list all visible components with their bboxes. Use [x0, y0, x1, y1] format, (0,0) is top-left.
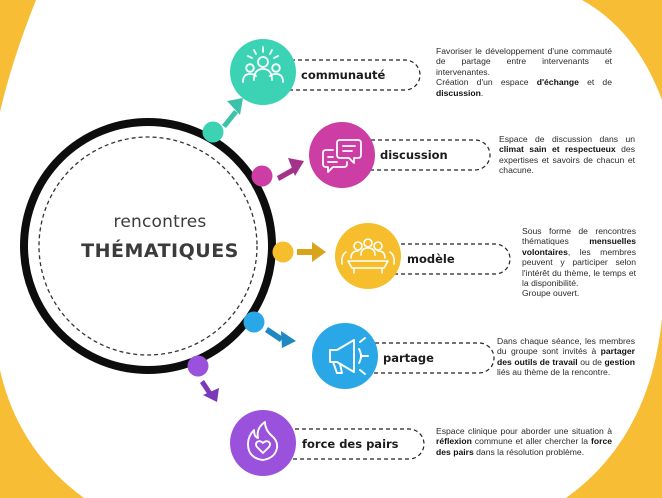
center-title-line2: THÉMATIQUES [81, 240, 239, 262]
arrow-communaute [222, 98, 243, 128]
dot-discussion [251, 165, 273, 187]
icon-circle-discussion [309, 122, 375, 188]
megaphone-icon [329, 337, 369, 375]
central-circle-dashed [38, 136, 258, 356]
description-text-run: Sous forme de rencontres thématiques [522, 226, 636, 247]
dot-partage [243, 311, 265, 333]
description-communaute: Favoriser le développement d'une commaut… [436, 46, 612, 98]
description-text-run: . [480, 87, 484, 98]
description-text-run: réflexion [436, 436, 472, 447]
description-text-run: partager des outils de travail [497, 346, 635, 367]
description-text-run: Dans chaque séance, les membres du group… [497, 336, 635, 357]
description-text-run: Espace clinique pour aborder une situati… [436, 426, 612, 436]
pill-partage [345, 342, 495, 374]
description-text-run: dans la résolution problème. [473, 446, 585, 457]
arrow-modele [297, 242, 326, 262]
description-text-run: gestion [604, 356, 635, 367]
pill-communaute [261, 59, 421, 91]
label-communaute: communauté [301, 68, 386, 82]
description-text-run: discussion [436, 87, 481, 98]
description-text-run: Groupe ouvert. [522, 288, 580, 299]
center-title: rencontres THÉMATIQUES [60, 212, 260, 262]
description-discussion: Espace de discussion dans un climat sain… [499, 134, 635, 176]
central-circle-ring [20, 118, 276, 374]
description-partage: Dans chaque séance, les membres du group… [497, 336, 635, 378]
arrow-discussion [277, 158, 304, 181]
description-text-run: climat sain et respectueux [499, 144, 616, 155]
dot-force [187, 355, 209, 377]
icon-circle-partage [312, 323, 378, 389]
description-text-run: Création d'un espace [436, 77, 537, 88]
description-text-run: ou de [577, 356, 605, 367]
description-text-run: mensuelles volontaires [522, 236, 636, 257]
arrow-partage [265, 327, 296, 348]
corner-decoration-top-left [0, 0, 36, 112]
description-text-run: des expertises et savoirs de chacun et c… [499, 144, 636, 176]
dot-communaute [202, 121, 224, 143]
chat-bubbles-icon [322, 139, 362, 173]
description-modele: Sous forme de rencontres thématiques men… [522, 226, 636, 299]
heart-flame-icon [247, 421, 279, 461]
description-text-run: liés au thème de la rencontre. [497, 367, 611, 378]
icon-circle-modele [335, 223, 401, 289]
label-force-des-pairs: force des pairs [302, 437, 399, 451]
center-title-line1: rencontres [113, 212, 207, 232]
description-text-run: , les membres peuvent y participer selon… [522, 246, 636, 289]
description-force-des-pairs: Espace clinique pour aborder une situati… [436, 426, 612, 457]
arrow-force [200, 380, 219, 402]
community-icon [242, 46, 284, 83]
pill-force [265, 428, 425, 460]
pill-discussion [341, 139, 491, 171]
description-text-run: Favoriser le développement d'une commaut… [436, 46, 612, 77]
icon-circle-communaute [230, 39, 296, 105]
label-partage: partage [383, 351, 434, 365]
corner-decoration-top-right [582, 0, 662, 100]
description-text-run: et de [578, 77, 612, 88]
label-discussion: discussion [380, 148, 448, 162]
corner-decoration-bottom-left [0, 370, 84, 498]
description-text-run: d'échange [536, 77, 579, 88]
description-text-run: commune et aller chercher la [471, 436, 591, 447]
dot-modele [272, 241, 294, 263]
meeting-table-icon [341, 238, 395, 274]
description-text-run: force des pairs [436, 436, 612, 457]
description-text-run: Espace de discussion dans un [499, 134, 635, 144]
corner-decoration-bottom-right [566, 318, 662, 498]
label-modele: modèle [407, 252, 455, 266]
